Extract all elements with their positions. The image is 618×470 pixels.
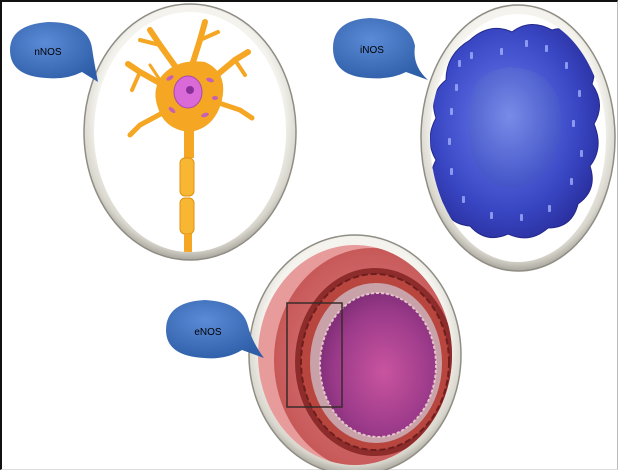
- macrophage-icon: [430, 24, 600, 237]
- nnos-bubble: nNOS: [10, 22, 98, 82]
- macrophage-panel: [421, 5, 615, 271]
- nnos-label: nNOS: [34, 47, 62, 58]
- neuron-panel: [84, 4, 296, 260]
- enos-label: eNOS: [194, 327, 222, 338]
- vessel-panel: [249, 232, 470, 470]
- inos-label: iNOS: [360, 45, 384, 56]
- inos-bubble: iNOS: [333, 18, 428, 80]
- enos-bubble: eNOS: [166, 300, 264, 358]
